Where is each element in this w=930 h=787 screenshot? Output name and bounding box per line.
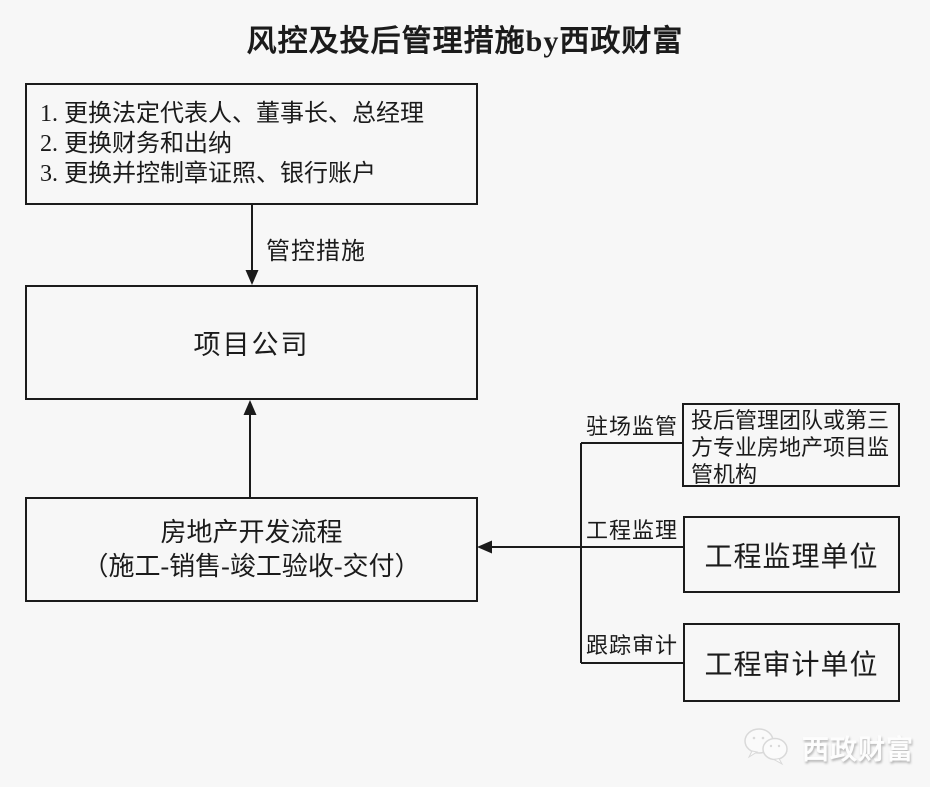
- project-company-box: 项目公司: [25, 285, 478, 400]
- branch-label-onsite-supervision: 驻场监管: [586, 414, 679, 439]
- watermark-text: 西政财富: [802, 734, 914, 765]
- control-measures-box: 1. 更换法定代表人、董事长、总经理 2. 更换财务和出纳 3. 更换并控制章证…: [25, 83, 478, 205]
- project-company-label: 项目公司: [193, 330, 310, 360]
- control-measure-line-2: 2. 更换财务和出纳: [40, 131, 232, 157]
- control-measure-line-3: 3. 更换并控制章证照、银行账户: [40, 161, 376, 187]
- control-measure-line-1: 1. 更换法定代表人、董事长、总经理: [40, 101, 424, 127]
- branch-label-tracking-audit: 跟踪审计: [586, 633, 679, 658]
- development-process-box: 房地产开发流程 （施工-销售-竣工验收-交付）: [25, 497, 478, 602]
- wechat-icon: [744, 728, 788, 766]
- engineering-supervision-unit-box: 工程监理单位: [683, 516, 900, 593]
- branch-label-engineering-supervision: 工程监理: [586, 518, 679, 543]
- control-arrow-label: 管控措施: [266, 239, 366, 265]
- up-arrow: [243, 400, 257, 497]
- down-arrow: [245, 205, 259, 285]
- supervision-agency-box: 投后管理团队或第三方专业房地产项目监管机构: [682, 403, 900, 487]
- watermark: 西政财富: [742, 726, 914, 768]
- engineering-audit-unit-box: 工程审计单位: [683, 623, 900, 702]
- diagram-title: 风控及投后管理措施by西政财富: [246, 25, 684, 58]
- development-process-line-1: 房地产开发流程: [160, 517, 343, 547]
- development-process-line-2: （施工-销售-竣工验收-交付）: [82, 551, 421, 581]
